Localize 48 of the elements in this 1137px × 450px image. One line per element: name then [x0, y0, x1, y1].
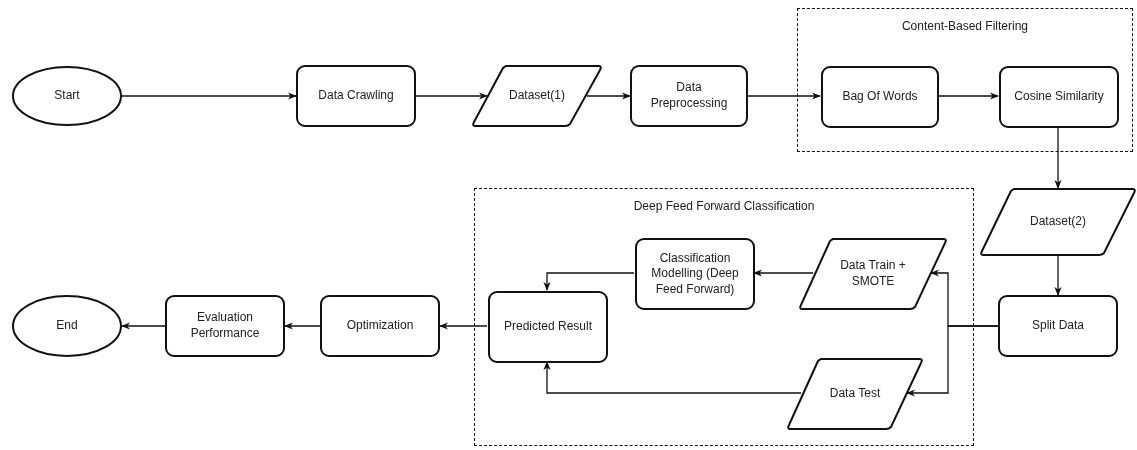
process-box: [165, 295, 285, 357]
process-box: [821, 66, 939, 128]
arrow: [543, 361, 802, 394]
arrow: [753, 269, 814, 277]
node-label: Data Test: [828, 386, 882, 402]
node-label: Optimization: [345, 318, 415, 334]
arrow: [1054, 126, 1062, 189]
process-box: [630, 65, 748, 127]
node-label: Split Data: [1031, 318, 1085, 334]
node-label: Dataset(1): [508, 88, 566, 104]
arrow: [121, 92, 297, 100]
arrow: [906, 325, 999, 397]
process-box: [635, 238, 755, 310]
process-box: [320, 295, 440, 357]
data-parallelogram: [799, 238, 947, 310]
data-parallelogram: [472, 65, 602, 127]
arrow: [439, 322, 488, 330]
node-label: Cosine Similarity: [1013, 89, 1105, 105]
node-label: Start: [53, 88, 81, 104]
arrow: [1054, 255, 1062, 296]
group-container: [474, 188, 974, 446]
arrow: [586, 92, 631, 100]
group-heading: Deep Feed Forward Classification: [632, 199, 816, 215]
arrow: [415, 92, 488, 100]
node-label: Data Crawling: [317, 88, 395, 104]
process-box: [999, 66, 1119, 128]
node-label: Bag Of Words: [841, 89, 919, 105]
node-label: Classification Modelling (Deep Feed Forward): [650, 250, 740, 298]
group-container: [797, 8, 1133, 152]
arrow: [937, 92, 999, 100]
arrow: [543, 272, 635, 291]
process-box: [998, 295, 1118, 357]
terminal-ellipse: [12, 295, 122, 357]
data-parallelogram: [980, 188, 1136, 256]
node-label: Data Preprocessing: [649, 80, 729, 112]
process-box: [488, 291, 608, 363]
node-label: Predicted Result: [502, 319, 593, 335]
arrow: [747, 92, 821, 100]
process-box: [296, 65, 416, 127]
data-parallelogram: [787, 358, 923, 430]
arrow: [121, 322, 166, 330]
node-label: Dataset(2): [1029, 214, 1087, 230]
node-label: End: [55, 318, 79, 334]
node-label: Evaluation Performance: [189, 310, 261, 342]
terminal-ellipse: [12, 66, 122, 126]
arrow: [284, 322, 321, 330]
group-heading: Content-Based Filtering: [900, 19, 1030, 35]
node-label: Data Train + SMOTE: [839, 258, 907, 290]
